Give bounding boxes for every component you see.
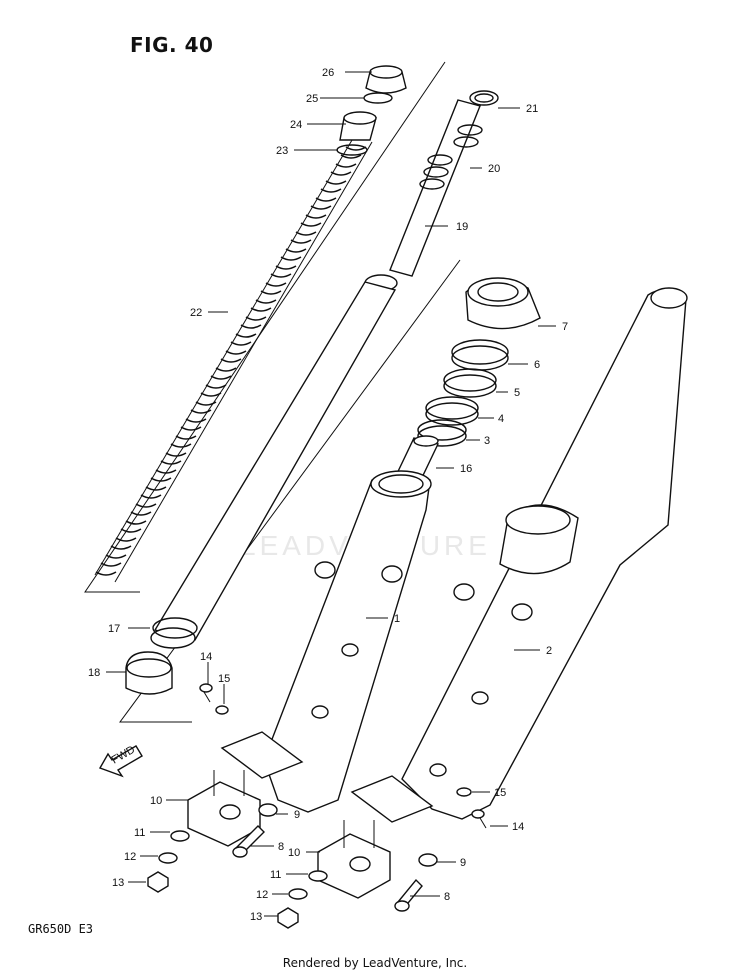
nut-13-rh — [277, 907, 299, 929]
cap-26 — [365, 65, 407, 94]
callout-13-rh: 13 — [250, 911, 262, 923]
callout-12-lh: 12 — [124, 851, 136, 863]
callout-3: 3 — [484, 435, 490, 447]
callout-10-rh: 10 — [288, 847, 300, 859]
nut-13-lh — [147, 871, 169, 893]
fwd-arrow-icon: FWD — [98, 744, 143, 778]
fig-title: FIG. 40 — [130, 33, 214, 57]
callout-9-rh: 9 — [460, 857, 466, 869]
bushing-3 — [417, 419, 467, 447]
callout-11-rh: 11 — [270, 869, 281, 881]
oil-seal-6 — [451, 339, 509, 371]
model-code: GR650D E3 — [28, 922, 94, 936]
bolt-14-lh — [199, 683, 213, 703]
spring-washer-12-lh — [158, 852, 178, 864]
callout-16: 16 — [460, 463, 472, 475]
callout-10-lh: 10 — [150, 795, 162, 807]
ring-5 — [443, 368, 497, 398]
group-box-spring — [84, 61, 446, 593]
callout-20: 20 — [488, 163, 500, 175]
damper-rod-19 — [364, 90, 499, 292]
callout-4: 4 — [498, 413, 504, 425]
callout-11-lh: 11 — [134, 827, 145, 839]
callout-7: 7 — [562, 321, 568, 333]
callout-14-lh: 14 — [200, 651, 212, 663]
callout-15-rh: 15 — [494, 787, 506, 799]
washer-9-lh — [258, 803, 278, 817]
callout-5: 5 — [514, 387, 520, 399]
outer-tube-1 — [220, 470, 432, 813]
washer-15-lh — [215, 705, 229, 715]
dust-seal-7 — [465, 277, 541, 330]
callout-21: 21 — [526, 103, 538, 115]
callout-12-rh: 12 — [256, 889, 268, 901]
callout-17: 17 — [108, 623, 120, 635]
credit-text: Rendered by LeadVenture, Inc. — [282, 956, 468, 970]
callout-13-lh: 13 — [112, 877, 124, 889]
callout-25: 25 — [306, 93, 318, 105]
spring-washer-12-rh — [288, 888, 308, 900]
axle-holder-10-rh — [317, 820, 391, 899]
callout-labels: 26 25 24 23 21 20 19 22 7 6 5 4 3 16 1 2… — [88, 67, 568, 923]
bolt-14-rh — [471, 809, 487, 829]
group-box-inner — [119, 259, 461, 723]
seat-18 — [125, 651, 173, 695]
callout-24: 24 — [290, 119, 302, 131]
callout-23: 23 — [276, 145, 288, 157]
callout-19: 19 — [456, 221, 468, 233]
callout-9-lh: 9 — [294, 809, 300, 821]
spacer-24 — [339, 111, 377, 141]
callout-2: 2 — [546, 645, 552, 657]
washer-15-rh — [456, 787, 472, 797]
stud-bolt-8-rh — [394, 878, 423, 912]
callout-22: 22 — [190, 307, 202, 319]
callout-6: 6 — [534, 359, 540, 371]
outer-tube-2 — [350, 287, 688, 823]
washer-4 — [425, 396, 479, 426]
stud-bolt-8-lh — [232, 825, 265, 858]
leader-lines — [106, 71, 556, 917]
callout-14-rh: 14 — [512, 821, 524, 833]
callout-26: 26 — [322, 67, 334, 79]
callout-1: 1 — [394, 613, 400, 625]
callout-8-lh: 8 — [278, 841, 284, 853]
axle-holder-10-lh — [187, 770, 261, 847]
washer-11-lh — [170, 830, 190, 842]
inner-tube-17 — [150, 281, 397, 649]
callout-18: 18 — [88, 667, 100, 679]
washer-9-rh — [418, 853, 438, 867]
washer-11-rh — [308, 870, 328, 882]
fork-spring-22 — [94, 134, 373, 583]
callout-15-lh: 15 — [218, 673, 230, 685]
callout-8-rh: 8 — [444, 891, 450, 903]
circlip-25 — [363, 92, 393, 104]
